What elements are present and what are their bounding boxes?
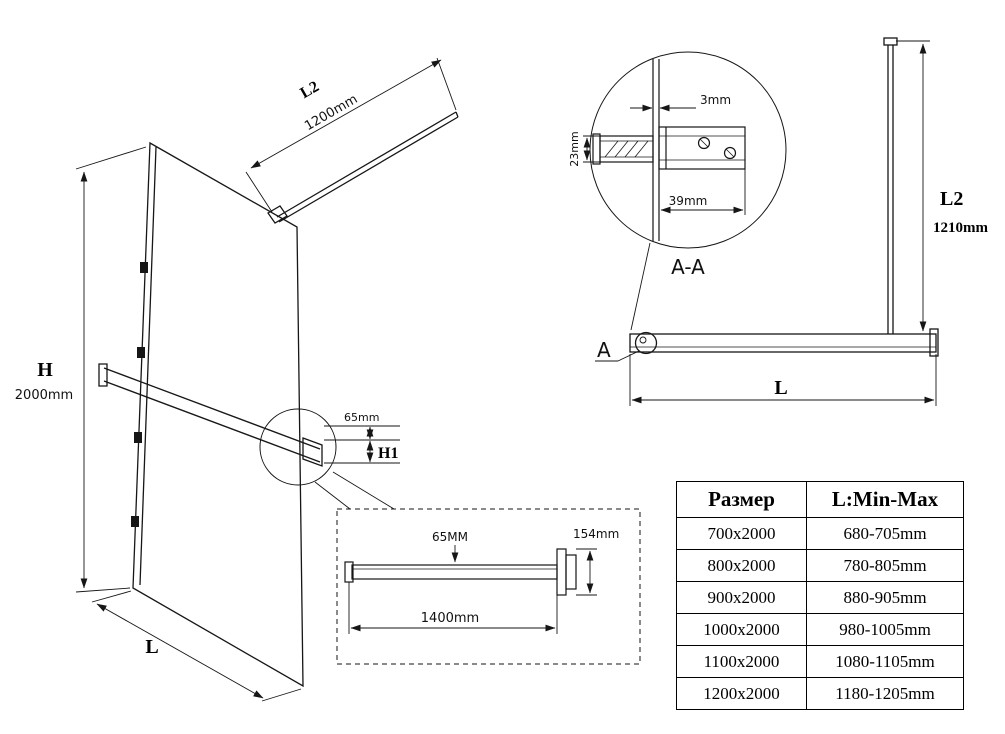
detail-bar-length-value: 1400mm [421, 611, 479, 626]
wall-brackets [131, 262, 148, 527]
section-title: A-A [671, 255, 705, 279]
h1-label: H1 [378, 445, 398, 462]
detail-marker-label: A [597, 338, 611, 362]
range-cell: 980-1005mm [806, 613, 964, 646]
size-table: Размер L:Min-Max 700x2000 680-705mm 800x… [676, 481, 964, 710]
size-cell: 1000x2000 [676, 613, 807, 646]
towel-bar [98, 363, 323, 467]
section-depth-value: 39mm [669, 194, 708, 208]
isometric-panel-view [75, 57, 459, 702]
section-thickness-value: 23mm [568, 131, 581, 166]
fv-width-label: L [774, 377, 787, 399]
size-cell: 1200x2000 [676, 677, 807, 710]
section-gap-value: 3mm [700, 93, 731, 107]
support-bar [267, 111, 459, 224]
bar-gap-value: 65mm [344, 411, 379, 424]
range-cell: 780-805mm [806, 549, 964, 582]
detail-bar-height-value: 65MM [432, 530, 468, 544]
size-cell: 800x2000 [676, 549, 807, 582]
width-label: L [145, 636, 158, 658]
towel-bar-detail-view [336, 508, 641, 665]
table-row: 1000x2000 980-1005mm [676, 613, 964, 646]
range-cell: 1180-1205mm [806, 677, 964, 710]
range-cell: 1080-1105mm [806, 645, 964, 678]
detail-bracket-height-value: 154mm [573, 527, 619, 541]
bar-height-dimension [324, 425, 400, 464]
table-row: 900x2000 880-905mm [676, 581, 964, 614]
size-column-header: Размер [676, 481, 807, 518]
height-label: H [37, 359, 53, 381]
h-dimension [75, 146, 147, 593]
size-cell: 900x2000 [676, 581, 807, 614]
l2-length-label: L2 [297, 78, 322, 102]
front-view [595, 37, 939, 406]
table-header-row: Размер L:Min-Max [676, 481, 964, 518]
table-row: 1100x2000 1080-1105mm [676, 645, 964, 678]
size-cell: 1100x2000 [676, 645, 807, 678]
range-cell: 680-705mm [806, 517, 964, 550]
table-row: 800x2000 780-805mm [676, 549, 964, 582]
fv-l2-value: 1210mm [933, 220, 988, 236]
height-value: 2000mm [15, 388, 73, 403]
l-dimension [91, 590, 302, 702]
table-row: 1200x2000 1180-1205mm [676, 677, 964, 710]
size-cell: 700x2000 [676, 517, 807, 550]
table-row: 700x2000 680-705mm [676, 517, 964, 550]
range-cell: 880-905mm [806, 581, 964, 614]
range-column-header: L:Min-Max [806, 481, 964, 518]
l2-dimension [245, 57, 457, 213]
fv-l2-label: L2 [940, 188, 963, 210]
detail-circle [259, 408, 337, 486]
section-detail-view [583, 51, 787, 331]
